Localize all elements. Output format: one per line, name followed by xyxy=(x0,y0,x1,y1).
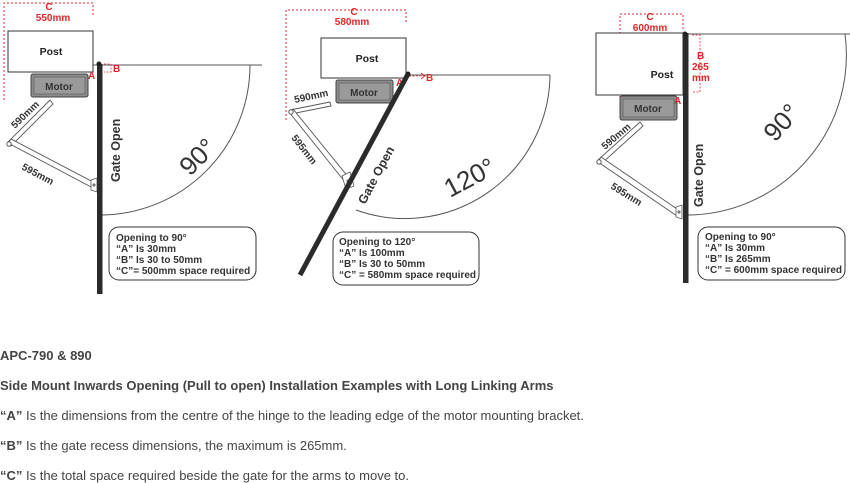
info-line-3: “B” Is 30 to 50mm xyxy=(339,259,425,270)
diagram-120-deg-middle: C 580mm Post Motor A B 590mm 595mm Gate … xyxy=(285,7,551,286)
info-line-1: Opening to 90° xyxy=(705,232,776,243)
angle-label: 120° xyxy=(439,152,501,204)
b-key: “B” xyxy=(0,438,23,453)
a-label: A xyxy=(88,71,95,82)
b-label: B xyxy=(113,64,120,75)
info-box xyxy=(108,226,257,281)
gate-open-label: Gate Open xyxy=(355,144,397,206)
info-line-1: Opening to 120° xyxy=(339,237,415,248)
c-key: “C” xyxy=(0,468,23,483)
a-label: A xyxy=(396,78,403,89)
motor-label: Motor xyxy=(350,88,378,99)
gate xyxy=(683,33,689,283)
hinge xyxy=(96,61,102,67)
gate xyxy=(97,64,103,294)
c-dimension-line xyxy=(3,2,94,100)
installation-heading: Side Mount Inwards Opening (Pull to open… xyxy=(0,378,554,393)
gate-open-label: Gate Open xyxy=(109,119,123,182)
info-line-2: “A” Is 100mm xyxy=(339,248,405,259)
post-label: Post xyxy=(40,46,63,58)
post-label: Post xyxy=(356,53,379,65)
a-description: Is the dimensions from the centre of the… xyxy=(22,408,584,423)
post-box xyxy=(595,32,684,96)
c-value: 580mm xyxy=(335,17,370,28)
arm2-label: 595mm xyxy=(20,162,56,188)
angle-label: 90° xyxy=(757,98,806,147)
b-dimension-line xyxy=(692,34,701,93)
info-line-2: “A” Is 30mm xyxy=(705,243,765,254)
c-label: C xyxy=(646,12,653,23)
installation-diagrams: C 550mm Post Motor A B 590mm 595mm Gate … xyxy=(3,2,850,294)
info-line-4: “C” = 580mm space required xyxy=(339,270,476,281)
c-value: 550mm xyxy=(36,13,71,24)
c-dimension-line xyxy=(285,9,407,120)
b-definition: “B” Is the gate recess dimensions, the m… xyxy=(0,438,347,453)
c-definition: “C” Is the total space required beside t… xyxy=(0,468,409,483)
c-value: 600mm xyxy=(633,23,668,34)
a-definition: “A” Is the dimensions from the centre of… xyxy=(0,408,584,423)
swing-arc xyxy=(355,74,551,220)
info-line-2: “A” Is 30mm xyxy=(116,244,176,255)
c-description: Is the total space required beside the g… xyxy=(22,468,409,483)
post-box xyxy=(7,30,94,73)
gate-open-label: Gate Open xyxy=(692,144,706,207)
info-line-4: “C”= 500mm space required xyxy=(116,266,250,277)
b-description: Is the gate recess dimensions, the maxim… xyxy=(22,438,347,453)
gate xyxy=(297,72,411,277)
c-label: C xyxy=(350,7,357,18)
motor-arm xyxy=(7,99,54,147)
swing-arc xyxy=(99,64,251,216)
c-label: C xyxy=(45,2,52,13)
b-value-number: 265 xyxy=(692,62,709,73)
swing-arc xyxy=(685,33,847,216)
info-box xyxy=(332,231,480,286)
model-heading: APC-790 & 890 xyxy=(0,348,92,363)
a-label: A xyxy=(674,96,681,107)
info-box xyxy=(697,226,846,281)
b-label: B xyxy=(697,51,704,62)
info-line-4: “C” = 600mm space required xyxy=(705,265,842,276)
diagram-90-deg-left: C 550mm Post Motor A B 590mm 595mm Gate … xyxy=(3,2,262,294)
motor-label: Motor xyxy=(45,82,73,93)
b-value-unit: mm xyxy=(692,73,710,84)
a-key: “A” xyxy=(0,408,23,423)
diagram-90-deg-recessed-right: C 600mm Post B 265 mm Motor A 590mm 595m… xyxy=(595,12,850,283)
post-box xyxy=(320,37,407,79)
info-line-3: “B” Is 265mm xyxy=(705,254,771,265)
info-line-3: “B” Is 30 to 50mm xyxy=(116,255,202,266)
angle-label: 90° xyxy=(173,132,222,181)
b-label: B xyxy=(426,73,433,84)
info-line-1: Opening to 90° xyxy=(116,233,187,244)
hinge xyxy=(682,31,688,37)
motor-label: Motor xyxy=(634,104,662,115)
post-label: Post xyxy=(651,69,674,81)
hinge xyxy=(405,71,411,77)
